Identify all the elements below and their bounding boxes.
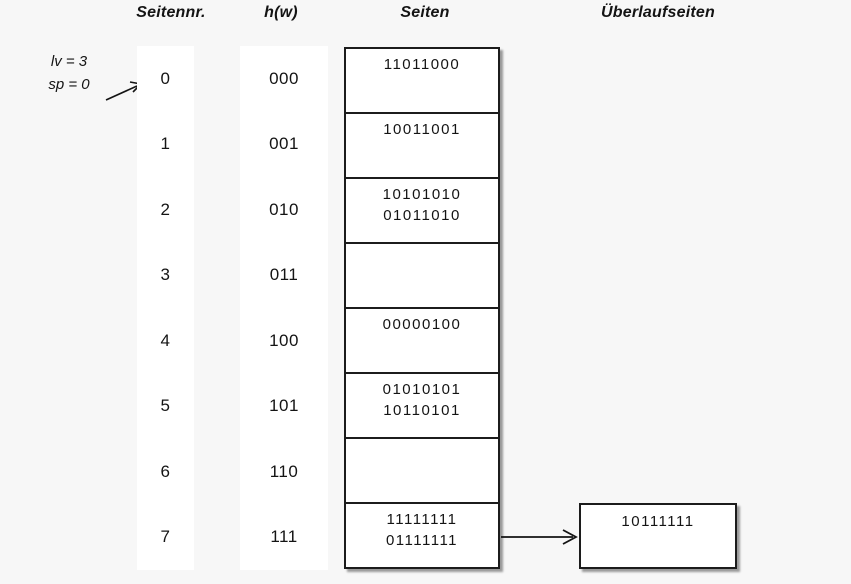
hash-value: 010 (269, 199, 299, 219)
column-header-seiten: Seiten (400, 4, 450, 21)
hash-value: 110 (269, 461, 299, 481)
overflow-link-arrow-icon (501, 529, 578, 545)
bucket-7: 11111111 01111111 (346, 502, 498, 567)
seitennr-column-strip (137, 46, 194, 570)
bucket-2: 10101010 01011010 (346, 177, 498, 242)
bucket-4: 00000100 (346, 307, 498, 372)
hw-column: 000 001 010 011 100 101 110 111 (240, 46, 328, 570)
bucket-1: 10011001 (346, 112, 498, 177)
bucket-entry: 10011001 (383, 121, 461, 138)
page-number: 0 (160, 68, 171, 88)
seitennr-column: 0 1 2 3 4 5 6 7 (137, 46, 194, 570)
hash-value: 000 (269, 68, 299, 88)
pages-box: 11011000 10011001 10101010 01011010 0000… (344, 47, 500, 569)
bucket-entry: 10110101 (383, 402, 461, 419)
page-number: 4 (160, 330, 171, 350)
bucket-0: 11011000 (346, 49, 498, 112)
hw-column-strip (240, 46, 328, 570)
bucket-5: 01010101 10110101 (346, 372, 498, 437)
hash-value: 011 (269, 265, 299, 285)
bucket-entry: 01011010 (383, 207, 461, 224)
hash-value: 101 (269, 396, 299, 416)
bucket-entry: 10101010 (382, 186, 462, 203)
overflow-entry: 10111111 (621, 513, 695, 530)
hash-value: 111 (270, 527, 298, 547)
page-number: 3 (160, 265, 171, 285)
bucket-entry: 01111111 (385, 532, 459, 549)
sp-value: sp = 0 (48, 76, 90, 93)
page-number: 7 (160, 527, 171, 547)
page-number: 1 (160, 134, 171, 154)
column-header-seitennr: Seitennr. (136, 4, 206, 21)
lv-value: lv = 3 (50, 53, 88, 70)
bucket-6 (346, 437, 498, 502)
bucket-3 (346, 242, 498, 307)
overflow-page-box: 10111111 (579, 503, 737, 569)
state-annotation: lv = 3 sp = 0 (30, 50, 108, 96)
page-number: 2 (160, 199, 171, 219)
page-number: 6 (160, 461, 171, 481)
bucket-entry: 11111111 (386, 511, 458, 528)
column-header-ueberlaufseiten: Überlaufseiten (601, 4, 715, 21)
bucket-entry: 00000100 (382, 316, 462, 333)
column-header-hw: h(w) (264, 4, 298, 21)
bucket-entry: 01010101 (382, 381, 462, 398)
page-number: 5 (160, 396, 171, 416)
hash-value: 100 (269, 330, 299, 350)
hash-value: 001 (269, 134, 299, 154)
bucket-entry: 11011000 (383, 56, 461, 73)
